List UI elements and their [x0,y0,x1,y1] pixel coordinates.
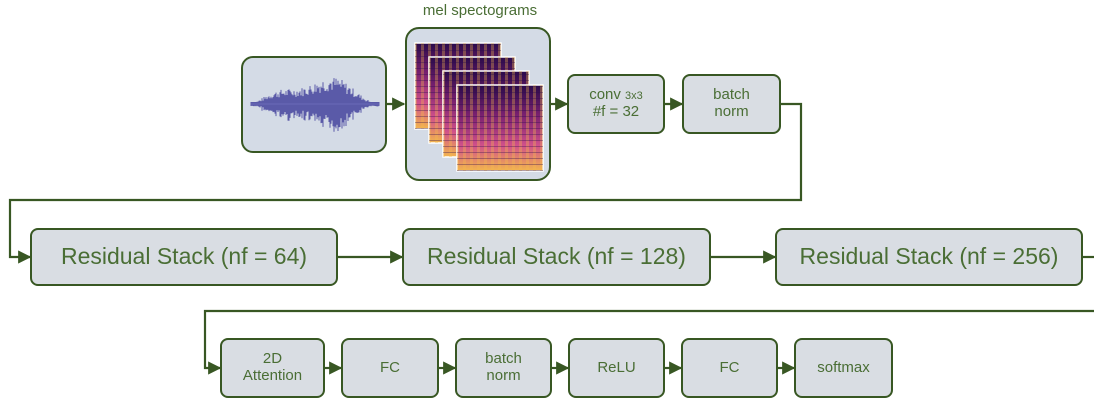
spectrogram-image-icon [414,42,544,172]
connector-to-attention [203,309,1094,375]
fc-block-2: FC [681,338,778,398]
residual-stack-128: Residual Stack (nf = 128) [402,228,711,286]
batch-norm-block-input: batch norm [682,74,781,134]
conv-block: conv 3x3 #f = 32 [567,74,665,134]
conv-filters-label: #f = 32 [592,103,640,120]
audio-waveform-icon [250,78,380,132]
softmax-block: softmax [794,338,893,398]
relu-block: ReLU [568,338,665,398]
spectrogram-stack [414,42,544,172]
residual-stack-256: Residual Stack (nf = 256) [775,228,1083,286]
batch-norm-block-head: batch norm [455,338,552,398]
fc-block-1: FC [341,338,439,398]
connector-bn-to-residual-1 [8,102,803,264]
attention-block: 2D Attention [220,338,325,398]
mel-spectrograms-title: mel spectograms [422,2,538,19]
residual-stack-64: Residual Stack (nf = 64) [30,228,338,286]
mel-spectrogram-box [405,27,551,181]
waveform-input-box [241,56,387,153]
conv-label: conv 3x3 [589,86,643,104]
